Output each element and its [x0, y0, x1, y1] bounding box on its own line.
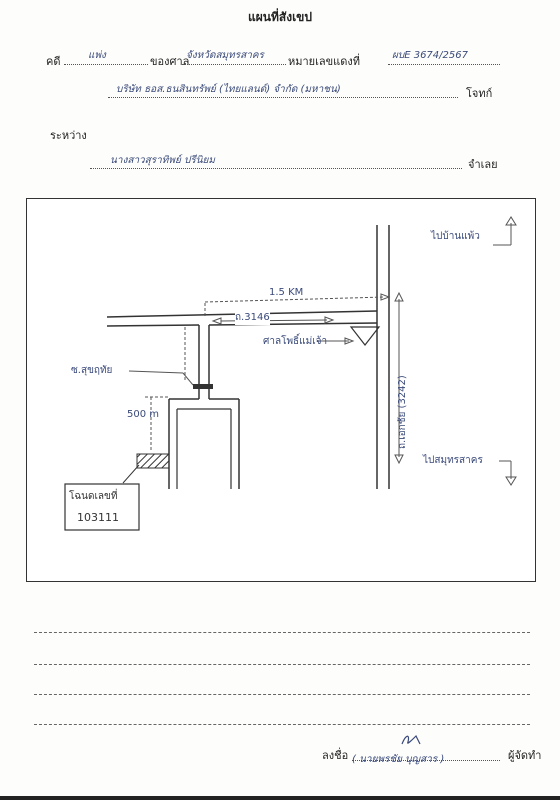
ruled-line-3: [34, 694, 530, 695]
between-label: ระหว่าง: [50, 129, 87, 142]
case-type-line: [64, 64, 148, 65]
south-arrow-head: [505, 476, 517, 486]
ruled-line-4: [34, 724, 530, 725]
distance-dash: [204, 296, 386, 303]
road-3146-bottom-edge: [106, 324, 200, 327]
ruled-line-1: [34, 632, 530, 633]
plaintiff-line: [108, 97, 458, 98]
plaintiff-value: บริษัท ธอส.ธนสินทรัพย์ (ไทยแลนด์) จำกัด …: [116, 84, 341, 95]
case-no-value: ผบE 3674/2567: [392, 50, 468, 61]
plaintiff-role: โจทก์: [466, 87, 493, 100]
document-title: แผนที่สังเขป: [248, 10, 312, 24]
sign-label: ลงชื่อ: [322, 749, 349, 762]
court-value: จังหวัดสมุทรสาคร: [186, 50, 264, 61]
case-no-line: [388, 64, 500, 65]
soi-pointer: [128, 370, 184, 374]
label-distance-soi: 500 m: [127, 409, 160, 420]
title-deed-box: [64, 483, 140, 531]
road-arrow-left: [211, 317, 222, 325]
parcel-pointer: [122, 464, 140, 484]
soi-marker: [193, 384, 213, 389]
label-to-samut-sakhon: ไปสมุทรสาคร: [423, 455, 483, 466]
label-to-ban-phaeo: ไปบ้านแพ้ว: [431, 231, 480, 242]
court-label: ของศาล: [150, 55, 190, 68]
label-title-deed-no: 103111: [77, 511, 119, 524]
signature-mark: [401, 734, 421, 745]
case-no-label: หมายเลขแดงที่: [288, 55, 360, 68]
label-highway: ถ.เอกชัย (3242): [397, 375, 408, 449]
label-soi: ซ.สุขฤทัย: [71, 365, 113, 376]
case-type-value: แพ่ง: [88, 50, 106, 61]
map-drawing: [64, 216, 517, 531]
property-parcel: [136, 453, 170, 469]
ruled-line-2: [34, 664, 530, 665]
court-line: [182, 64, 286, 65]
shrine-triangle: [349, 326, 381, 346]
label-road-3146: ถ.3146: [235, 310, 270, 325]
case-label: คดี: [46, 55, 61, 68]
sketch-map: ไปบ้านแพ้ว ไปสมุทรสาคร 1.5 KM ถ.3146 ศาล…: [26, 198, 536, 582]
north-arrow-head: [505, 216, 517, 226]
defendant-line: [90, 168, 462, 169]
scan-edge: [0, 796, 560, 800]
soi-pointer-2: [182, 372, 194, 386]
road-arrow-right: [324, 316, 335, 324]
label-distance-main: 1.5 KM: [269, 287, 304, 298]
label-shrine: ศาลโพธิ์แม่เจ้า: [263, 336, 328, 347]
label-title-deed: โฉนดเลขที่: [69, 491, 118, 502]
signer-name: ( นายพรชัย บุญสาร ): [352, 754, 445, 765]
defendant-role: จำเลย: [468, 158, 498, 171]
sign-line: [352, 760, 500, 761]
shrine-pointer-head: [344, 337, 355, 345]
defendant-value: นางสาวสุราทิพย์ ปรีนิยม: [110, 155, 215, 166]
highway-arrow-bottom: [394, 454, 404, 465]
highway-arrow-top: [394, 291, 404, 302]
signer-role: ผู้จัดทำ: [508, 749, 542, 762]
distance-arrow: [380, 293, 391, 301]
